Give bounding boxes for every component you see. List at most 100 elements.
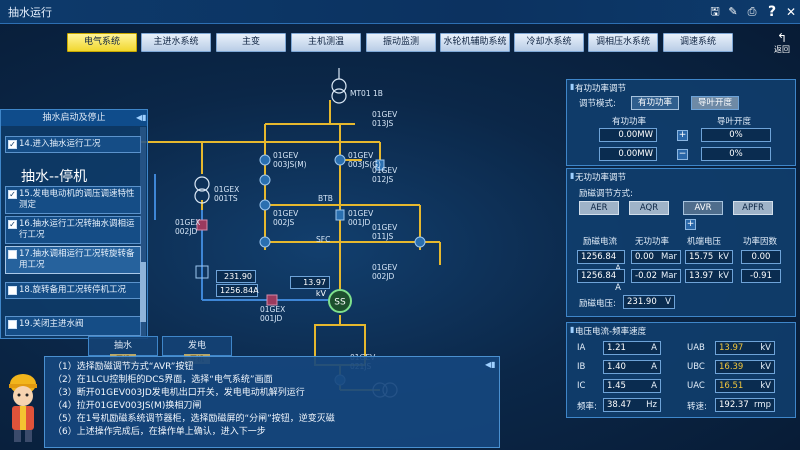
column-label: 功率因数 — [743, 237, 778, 247]
instruction-line: （3）断开01GEV003JD发电机出口开关，发电电动机解列运行 — [53, 388, 305, 398]
breaker-closed-icon — [266, 294, 278, 306]
tab-main-transformer[interactable]: 主变 — [216, 33, 286, 52]
excitation-mode-label: 励磁调节方式: — [579, 189, 633, 199]
checkbox-icon[interactable]: ✓ — [8, 140, 17, 149]
tab-temperature[interactable]: 主机测温 — [291, 33, 361, 52]
tab-governor[interactable]: 调速系统 — [663, 33, 733, 52]
panel-title: 无功功率调节 — [575, 173, 627, 183]
mode-tab-generate[interactable]: 发电 — [162, 336, 232, 356]
diagram-current-value: 1256.84A — [216, 284, 259, 297]
pin-icon[interactable]: ◀▮ — [136, 113, 147, 122]
print-icon[interactable]: ⎙ — [747, 5, 757, 18]
step-item[interactable]: 19.关闭主进水阀 — [5, 316, 141, 336]
checkbox-icon[interactable] — [8, 320, 17, 329]
avr-button[interactable]: AVR — [683, 201, 723, 215]
panel-marker-icon: ▮ — [570, 325, 575, 334]
tab-turbine-aux[interactable]: 水轮机辅助系统 — [440, 33, 510, 52]
aer-button[interactable]: AER — [579, 201, 619, 215]
instruction-line: （2）在1LCU控制柜的DCS界面，选择“电气系统”画面 — [53, 375, 273, 385]
measure-label: IB — [577, 362, 586, 372]
diagram-label: SFC — [316, 235, 330, 244]
procedure-panel-header: 抽水启动及停止 — [1, 110, 147, 126]
panel-title: 电压电流-频率速度 — [575, 327, 647, 337]
excitation-current-value: 1256.84 A — [577, 250, 625, 274]
reactive-power-value: 0.00 Mar — [631, 250, 681, 264]
diagram-label: MT01 1B — [350, 89, 383, 98]
power-factor-setpoint[interactable]: -0.91 — [741, 269, 781, 283]
top-bar — [0, 0, 800, 24]
measure-label: IA — [577, 343, 586, 353]
guide-vane-mode-button[interactable]: 导叶开度 — [691, 96, 739, 110]
column-label: 导叶开度 — [717, 117, 752, 127]
panel-marker-icon: ▮ — [570, 171, 575, 180]
step-item[interactable]: ✓ 16.抽水运行工况转抽水调相运行工况 — [5, 216, 141, 244]
measure-label: 频率: — [577, 402, 597, 412]
instruction-panel: ◀▮ （1）选择励磁调节方式“AVR”按钮 （2）在1LCU控制柜的DCS界面，… — [44, 356, 500, 448]
save-as-icon[interactable]: ✎ — [728, 5, 738, 18]
worker-avatar-icon — [9, 374, 37, 442]
active-power-setpoint[interactable]: 0.00MW — [599, 147, 657, 161]
increase-button[interactable]: + — [685, 219, 696, 230]
column-label: 机端电压 — [687, 237, 722, 247]
pin-icon[interactable]: ◀▮ — [485, 360, 496, 369]
guide-vane-setpoint[interactable]: 0% — [701, 147, 771, 161]
help-icon[interactable]: ? — [767, 4, 777, 20]
tab-phase-compressed-air[interactable]: 调相压水系统 — [588, 33, 658, 52]
step-item[interactable]: ✓ 14.进入抽水运行工况 — [5, 136, 141, 153]
checkbox-icon[interactable]: ✓ — [8, 220, 17, 229]
instruction-line: （5）在1号机励磁系统调节器柜，选择励磁屏的“分闸”按钮，逆变灭磁 — [53, 414, 335, 424]
active-power-panel: ▮ 有功功率调节 调节模式: 有功功率 导叶开度 有功功率 导叶开度 0.00M… — [566, 79, 796, 166]
decrease-button[interactable]: − — [677, 149, 688, 160]
app-title: 抽水运行 — [8, 6, 52, 19]
terminal-voltage-setpoint[interactable]: 13.97 kV — [685, 269, 733, 283]
scrollbar[interactable] — [140, 127, 146, 337]
procedure-panel: 抽水启动及停止 ◀▮ ✓ 14.进入抽水运行工况 抽水--停机 ✓ 15.发电电… — [0, 109, 148, 339]
diagram-label-l1: 01GEV — [372, 110, 398, 119]
checkbox-icon[interactable]: ✓ — [8, 190, 17, 199]
diagram-kv-value: 13.97 kV — [290, 276, 330, 298]
back-button[interactable]: ↰ 返回 — [770, 32, 794, 58]
aqr-button[interactable]: AQR — [629, 201, 669, 215]
mode-tab-pump[interactable]: 抽水 — [88, 336, 158, 356]
mode-label: 调节模式: — [579, 99, 616, 109]
close-icon[interactable]: ✕ — [785, 5, 797, 19]
step-item[interactable]: 17.抽水调相运行工况转旋转备用工况 — [5, 246, 141, 274]
measure-label: UAB — [687, 343, 705, 353]
field-voltage-label: 励磁电压: — [579, 299, 616, 309]
tab-vibration[interactable]: 振动监测 — [366, 33, 436, 52]
column-label: 励磁电流 — [583, 237, 618, 247]
checkbox-icon[interactable] — [8, 286, 17, 295]
excitation-current-setpoint[interactable]: 1256.84 A — [577, 269, 625, 293]
diagram-label: BTB — [318, 194, 333, 203]
tab-cooling-water[interactable]: 冷却水系统 — [514, 33, 584, 52]
checkbox-icon[interactable] — [8, 250, 17, 259]
back-label: 返回 — [774, 45, 790, 54]
save-icon[interactable]: 🖫 — [710, 5, 720, 18]
step-item[interactable]: 18.旋转备用工况转停机工况 — [5, 282, 141, 299]
step-item[interactable]: ✓ 15.发电电动机的调压调速特性测定 — [5, 186, 141, 214]
apfr-button[interactable]: APFR — [733, 201, 773, 215]
diagram-voltage-value: 231.90 V — [216, 270, 256, 292]
column-label: 有功功率 — [612, 117, 647, 127]
reactive-power-setpoint[interactable]: -0.02 Mar — [631, 269, 681, 283]
tab-main-inlet-system[interactable]: 主进水系统 — [141, 33, 211, 52]
scrollbar-thumb[interactable] — [140, 262, 146, 322]
measure-label: IC — [577, 381, 586, 391]
instruction-line: （6）上述操作完成后，在操作单上确认，进入下一步 — [53, 427, 266, 437]
active-power-mode-button[interactable]: 有功功率 — [631, 96, 679, 110]
tab-electrical-system[interactable]: 电气系统 — [67, 33, 137, 52]
increase-button[interactable]: + — [677, 130, 688, 141]
back-arrow-icon: ↰ — [776, 31, 788, 45]
